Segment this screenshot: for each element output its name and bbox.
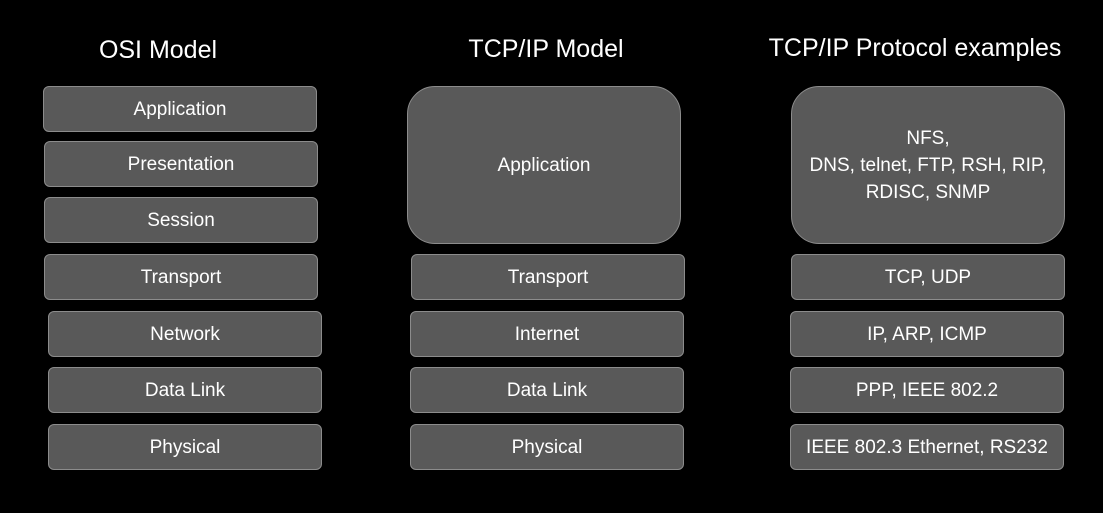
osi-layer-application: Application xyxy=(43,86,317,132)
tcpip-model-title: TCP/IP Model xyxy=(468,35,624,63)
osi-layer-transport: Transport xyxy=(44,254,318,300)
tcpip-layer-application: Application xyxy=(407,86,681,244)
tcpip-layer-physical: Physical xyxy=(410,424,684,470)
examples-data-link: PPP, IEEE 802.2 xyxy=(790,367,1064,413)
osi-layer-data-link: Data Link xyxy=(48,367,322,413)
osi-layer-presentation: Presentation xyxy=(44,141,318,187)
osi-model-title: OSI Model xyxy=(98,36,218,64)
examples-application-line-1: NFS, xyxy=(906,127,950,149)
examples-internet: IP, ARP, ICMP xyxy=(790,311,1064,357)
osi-layer-physical: Physical xyxy=(48,424,322,470)
tcpip-layer-data-link: Data Link xyxy=(410,367,684,413)
osi-layer-network: Network xyxy=(48,311,322,357)
examples-application-line-3: RDISC, SNMP xyxy=(865,181,991,203)
examples-physical: IEEE 802.3 Ethernet, RS232 xyxy=(790,424,1064,470)
examples-transport: TCP, UDP xyxy=(791,254,1065,300)
osi-layer-session: Session xyxy=(44,197,318,243)
examples-application: NFS, DNS, telnet, FTP, RSH, RIP, RDISC, … xyxy=(791,86,1065,244)
tcpip-layer-transport: Transport xyxy=(411,254,685,300)
examples-application-line-2: DNS, telnet, FTP, RSH, RIP, xyxy=(809,154,1047,176)
tcpip-layer-internet: Internet xyxy=(410,311,684,357)
protocol-examples-title: TCP/IP Protocol examples xyxy=(768,34,1062,62)
